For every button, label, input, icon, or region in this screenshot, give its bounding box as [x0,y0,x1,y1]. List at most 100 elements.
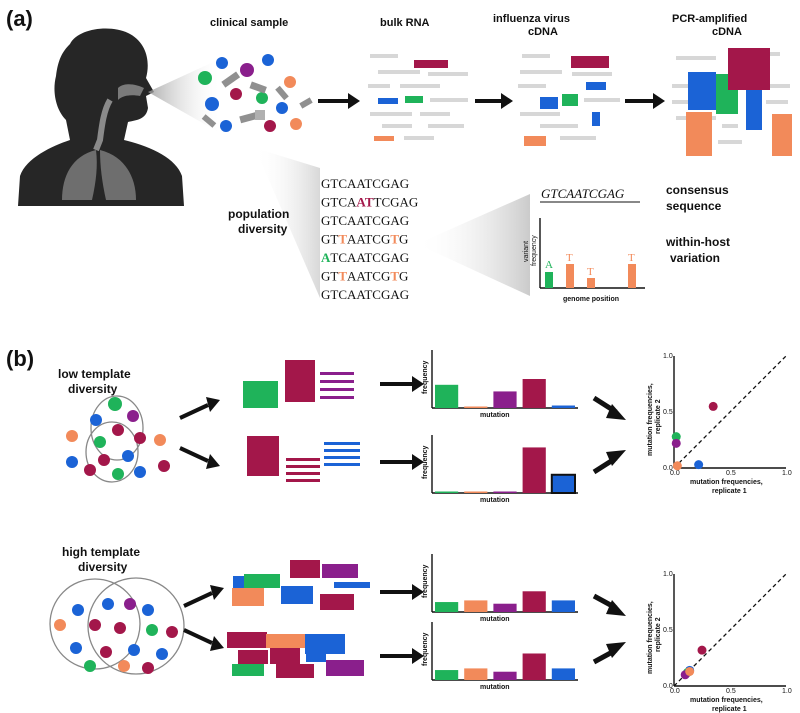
scatter-point-red [708,401,718,411]
histogram-bar-purple [493,491,517,493]
histogram-bar-orange [464,491,488,493]
fork-arrows-low [179,397,220,469]
sequence-row: GTTAATCGTG [321,269,408,284]
bulk-rna-label: bulk RNA [380,17,430,29]
sequence-row: GTTAATCGTG [321,232,408,247]
histogram-bar-green [435,602,459,612]
sequence-segment: GT [321,269,338,284]
scatter-point-red [697,645,707,655]
scatter-ylabel-line1: mutation frequencies, [647,383,654,456]
scatter-xlabel-line2: replicate 1 [712,488,747,495]
sequence-row: GTCAATCGAG [321,213,409,228]
frequency-histogram: frequency mutation [422,350,578,419]
fork-arrows-high [183,585,224,651]
scatter-x-tick: 1.0 [782,688,792,695]
consensus-sequence: GTCAATCGAG [541,186,625,201]
consensus-label-line1: consensus [666,183,729,197]
cdna-label-line1: influenza virus [493,13,570,25]
low-replicate-1-fragments [243,360,354,408]
histogram-ylabel: frequency [422,564,429,598]
identity-line [673,355,787,469]
histogram-ylabel: frequency [422,360,429,394]
scatter-ylabel-line1: mutation frequencies, [647,601,654,674]
sequence-row: GTCAATCGAG [321,287,409,302]
scatter-x-tick: 0.0 [670,688,680,695]
low-diversity-label-line2: diversity [68,382,118,396]
scatter-xlabel-line1: mutation frequencies, [690,479,763,486]
low-diversity-population [66,395,170,483]
histogram-bar-red [522,653,546,680]
sequence-segment: A [321,250,331,265]
histogram-bar-purple [493,603,517,612]
scatter-x-tick: 0.5 [726,688,736,695]
inset-xlabel: genome position [563,296,619,303]
sequence-segment: GTCAATCGAG [321,213,409,228]
histogram-bar-blue [551,600,575,612]
sequence-segment: AATCG [347,232,390,247]
sequence-row: GTCAATCGAG [321,176,409,191]
histogram-bar-purple [493,391,517,408]
identity-line [673,573,787,687]
sequence-segment: T [390,232,399,247]
population-label-line2: diversity [238,222,288,236]
histogram-xlabel: mutation [480,412,510,419]
histogram-bar-green [435,384,459,408]
scatter-point-orange [685,666,695,676]
sequence-segment: G [399,269,408,284]
pcr-label-line2: cDNA [712,26,742,38]
inset-letter-t2: T [587,266,594,278]
inset-letter-a: A [545,259,553,271]
population-label-line1: population [228,207,289,221]
scatter-point-green [671,432,681,442]
scatter-y-tick: 0.5 [663,409,673,416]
inset-ylabel-line1: variant [523,241,530,262]
histogram-bar-orange [464,600,488,612]
scatter-y-tick: 0.0 [663,465,673,472]
histogram-bar-red [522,447,546,493]
sequence-segment: T [390,269,399,284]
histogram-bar-green [435,670,459,680]
scatter-ylabel-line2: replicate 2 [655,399,662,434]
variant-frequency-inset: variant frequency genome position A T T … [523,218,645,303]
arrows-to-scatter [592,395,626,665]
high-diversity-label-line2: diversity [78,560,128,574]
sequence-segment: A [356,195,366,210]
histogram-xlabel: mutation [480,684,510,691]
sequence-segment: T [365,195,374,210]
cdna-label-line2: cDNA [528,26,558,38]
scatter-point-blue [694,460,704,470]
consensus-label-line2: sequence [666,199,722,213]
process-arrows [318,93,665,109]
histogram-xlabel: mutation [480,616,510,623]
sequence-segment: AATCG [347,269,390,284]
high-replicate-1-fragments [232,560,370,610]
scatter-xlabel-line2: replicate 1 [712,706,747,713]
frequency-histogram: frequency mutation [422,554,578,623]
scatter-y-tick: 0.0 [663,683,673,690]
withinhost-label-line1: within-host [665,235,730,249]
sequence-segment: T [338,269,347,284]
histogram-bar-blue [551,405,575,408]
high-diversity-label-line1: high template [62,545,140,559]
sequence-segment: G [399,232,408,247]
pcr-label-line1: PCR-amplified [672,13,747,25]
histogram-bar-red [522,591,546,612]
sequence-row: ATCAATCGAG [321,250,409,265]
population-cone [255,148,320,298]
sequence-row: GTCAATTCGAG [321,195,418,210]
histogram-bar-blue [550,473,576,494]
withinhost-label-line2: variation [670,251,720,265]
sequence-segment: T [338,232,347,247]
sequence-segment: GTCA [321,195,357,210]
low-diversity-label-line1: low template [58,367,131,381]
sequence-segment: GTCAATCGAG [321,287,409,302]
high-replicate-2-fragments [227,632,364,678]
scatter-xlabel-line1: mutation frequencies, [690,697,763,704]
sequence-segment: GTCAATCGAG [321,176,409,191]
scatter-x-tick: 1.0 [782,470,792,477]
inset-ylabel-line2: frequency [531,235,538,266]
scatter-y-tick: 1.0 [663,571,673,578]
